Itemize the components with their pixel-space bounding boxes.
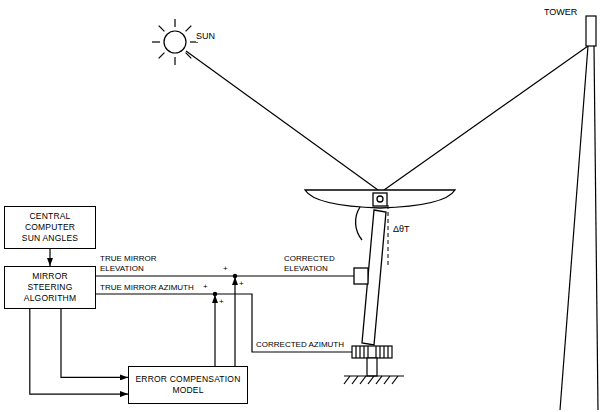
heliostat-mirror bbox=[305, 190, 455, 208]
box-text: MIRROR STEERING ALGORITHM bbox=[15, 271, 85, 304]
sum-sign: + bbox=[219, 297, 224, 307]
box-text: CENTRAL COMPUTER SUN ANGLES bbox=[15, 211, 85, 244]
sum-sign: + bbox=[223, 264, 228, 274]
mirror-pedestal bbox=[354, 207, 386, 345]
signal-arrow bbox=[49, 249, 50, 266]
sum-sign: + bbox=[239, 279, 244, 289]
signal-name: TRUE MIRROR ELEVATION bbox=[100, 254, 162, 274]
figure-label: SUN bbox=[196, 31, 215, 42]
process-box: MIRROR STEERING ALGORITHM bbox=[4, 266, 96, 309]
signal-name: CORRECTED AZIMUTH bbox=[256, 340, 344, 350]
sum-sign: + bbox=[203, 282, 208, 292]
tower-symbol bbox=[560, 16, 598, 410]
vertical-reference bbox=[388, 205, 389, 268]
azimuth-gear bbox=[352, 346, 392, 376]
signal-wires bbox=[96, 274, 354, 366]
sun-symbol bbox=[152, 19, 198, 65]
reflected-ray bbox=[384, 46, 588, 190]
signal-name: CORRECTED ELEVATION bbox=[284, 254, 348, 274]
process-box: CENTRAL COMPUTER SUN ANGLES bbox=[4, 206, 96, 249]
ground-hatching bbox=[344, 376, 404, 384]
box-text: ERROR COMPENSATION MODEL bbox=[132, 374, 244, 396]
signal-arrow bbox=[30, 309, 128, 394]
angle-label: ΔθT bbox=[393, 224, 410, 235]
signal-name: TRUE MIRROR AZIMUTH bbox=[100, 283, 194, 293]
sun-ray bbox=[186, 51, 378, 190]
signal-arrow bbox=[61, 309, 128, 377]
process-box: ERROR COMPENSATION MODEL bbox=[128, 366, 248, 404]
figure-label: TOWER bbox=[544, 7, 577, 18]
